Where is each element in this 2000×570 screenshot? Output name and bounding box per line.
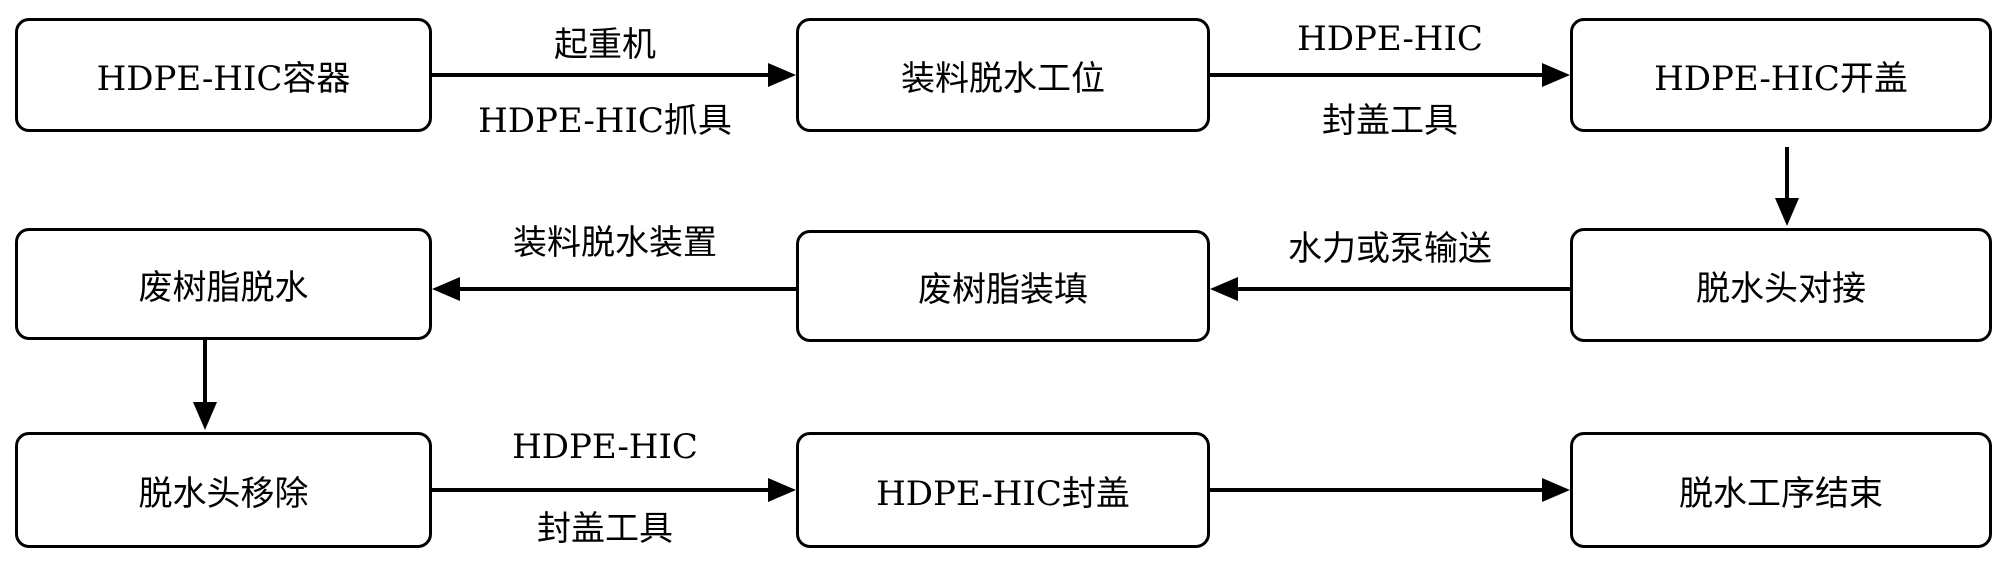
- arrowhead-container-to-loading: [768, 63, 796, 87]
- node-hic-container: HDPE-HIC容器: [15, 18, 432, 132]
- edge-label-hydraulic-pump: 水力或泵输送: [1288, 229, 1492, 269]
- node-resin-dewatering: 废树脂脱水: [15, 228, 432, 340]
- node-dewater-head-remove: 脱水头移除: [15, 432, 432, 548]
- edge-label-hic-top: HDPE-HIC: [1297, 19, 1483, 59]
- node-resin-dewatering-label: 废树脂脱水: [138, 267, 309, 308]
- edge-label-crane: 起重机: [554, 25, 656, 65]
- node-process-end: 脱水工序结束: [1570, 432, 1992, 548]
- arrowhead-openlid-to-dock: [1775, 198, 1799, 226]
- edge-label-loading-device: 装料脱水装置: [513, 223, 717, 263]
- node-hic-seal-lid: HDPE-HIC封盖: [796, 432, 1210, 548]
- arrowhead-loading-to-openlid: [1542, 63, 1570, 87]
- edge-label-capping-tool: 封盖工具: [1322, 101, 1458, 141]
- arrowhead-dewatering-to-remove: [193, 402, 217, 430]
- arrowhead-filling-to-dewatering: [432, 277, 460, 301]
- edge-label-hic-gripper: HDPE-HIC抓具: [478, 101, 732, 141]
- node-hic-container-label: HDPE-HIC容器: [96, 58, 351, 99]
- node-resin-filling: 废树脂装填: [796, 230, 1210, 342]
- node-dewater-head-dock-label: 脱水头对接: [1696, 268, 1866, 309]
- node-process-end-label: 脱水工序结束: [1679, 473, 1883, 514]
- edge-label-hic-top-2: HDPE-HIC: [512, 427, 698, 467]
- arrowhead-dock-to-filling: [1210, 277, 1238, 301]
- node-loading-station: 装料脱水工位: [796, 18, 1210, 132]
- node-hic-open-lid-label: HDPE-HIC开盖: [1654, 58, 1908, 99]
- node-dewater-head-dock: 脱水头对接: [1570, 228, 1992, 342]
- node-hic-seal-lid-label: HDPE-HIC封盖: [876, 473, 1130, 514]
- edge-label-capping-tool-2: 封盖工具: [537, 509, 673, 549]
- node-resin-filling-label: 废树脂装填: [918, 269, 1088, 310]
- node-dewater-head-remove-label: 脱水头移除: [138, 473, 309, 514]
- arrowhead-seal-to-end: [1542, 478, 1570, 502]
- node-loading-station-label: 装料脱水工位: [901, 58, 1105, 99]
- arrowhead-remove-to-seal: [768, 478, 796, 502]
- node-hic-open-lid: HDPE-HIC开盖: [1570, 18, 1992, 132]
